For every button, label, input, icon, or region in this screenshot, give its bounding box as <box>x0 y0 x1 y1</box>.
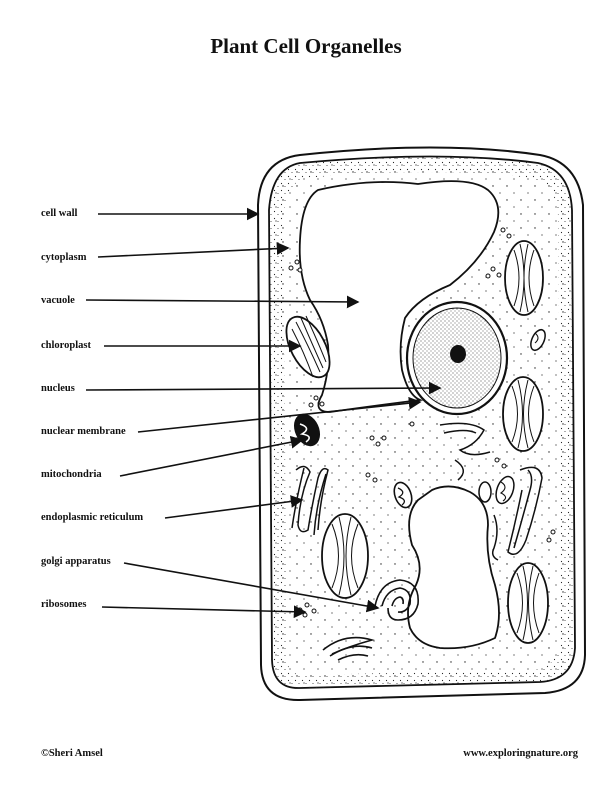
lower-vacuole-shape <box>407 485 500 650</box>
label-golgi-apparatus: golgi apparatus <box>41 556 111 567</box>
label-nuclear-membrane: nuclear membrane <box>41 426 126 437</box>
chloroplast-shape <box>285 315 331 379</box>
leader-lines <box>85 207 442 619</box>
label-mitochondria: mitochondria <box>41 469 102 480</box>
label-cell-wall: cell wall <box>41 208 78 219</box>
nucleolus-shape <box>450 345 466 363</box>
label-nucleus: nucleus <box>41 383 75 394</box>
vacuole-shape <box>298 180 500 413</box>
golgi-apparatus-shape <box>322 579 419 661</box>
page-title: Plant Cell Organelles <box>210 34 402 58</box>
label-endoplasmic-reticulum: endoplasmic reticulum <box>41 512 144 523</box>
label-vacuole: vacuole <box>41 295 75 306</box>
label-cytoplasm: cytoplasm <box>41 252 87 263</box>
label-chloroplast: chloroplast <box>41 340 91 351</box>
label-ribosomes: ribosomes <box>41 599 87 610</box>
copyright-text: ©Sheri Amsel <box>41 748 103 759</box>
website-link[interactable]: www.exploringnature.org <box>463 748 578 759</box>
